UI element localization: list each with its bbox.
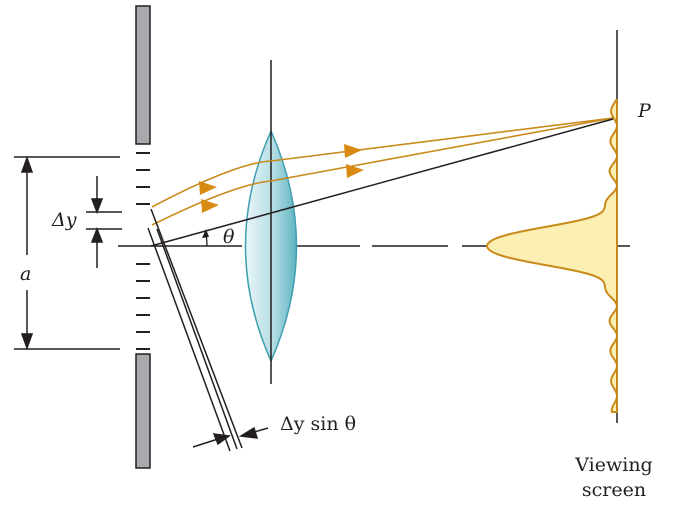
spacing-dimension (86, 176, 122, 268)
path-difference-lines (147, 208, 243, 452)
barrier-lower-block (135, 353, 151, 469)
path-arrow-left-icon (238, 426, 259, 439)
slit-width-label: a (20, 263, 31, 285)
screen-caption-line2: screen (582, 479, 646, 501)
theta-label: θ (223, 226, 235, 248)
diffraction-intensity-pattern (486, 99, 618, 413)
spacing-label: Δy (51, 209, 77, 231)
dimension-arrow-up-icon (20, 155, 34, 173)
central-ray-through-lens (150, 118, 614, 247)
ray-arrow-icon (199, 181, 217, 195)
point-p-label: P (637, 100, 652, 122)
ray-arrow-icon (346, 164, 364, 178)
ray-arrow-icon (344, 144, 362, 158)
spacing-arrow-down-icon (90, 198, 104, 215)
dimension-arrow-down-icon (20, 333, 34, 351)
ray-lower (151, 117, 614, 226)
slit-source-divisions (136, 152, 150, 350)
ray-upper (151, 117, 614, 208)
ray-arrow-icon (201, 199, 219, 213)
light-rays (151, 117, 614, 226)
barrier-upper-block (135, 5, 151, 145)
path-difference-dimension (192, 426, 269, 448)
theta-angle-arc (204, 230, 208, 247)
theta-arrow-icon (202, 229, 209, 238)
path-arrow-right-icon (212, 433, 231, 446)
spacing-arrow-up-icon (90, 226, 104, 243)
slit-barrier (135, 5, 151, 469)
ray-arrowheads (199, 144, 364, 213)
slit-width-dimension (14, 155, 120, 351)
path-difference-label: Δy sin θ (280, 413, 356, 435)
screen-caption-line1: Viewing (574, 454, 652, 476)
